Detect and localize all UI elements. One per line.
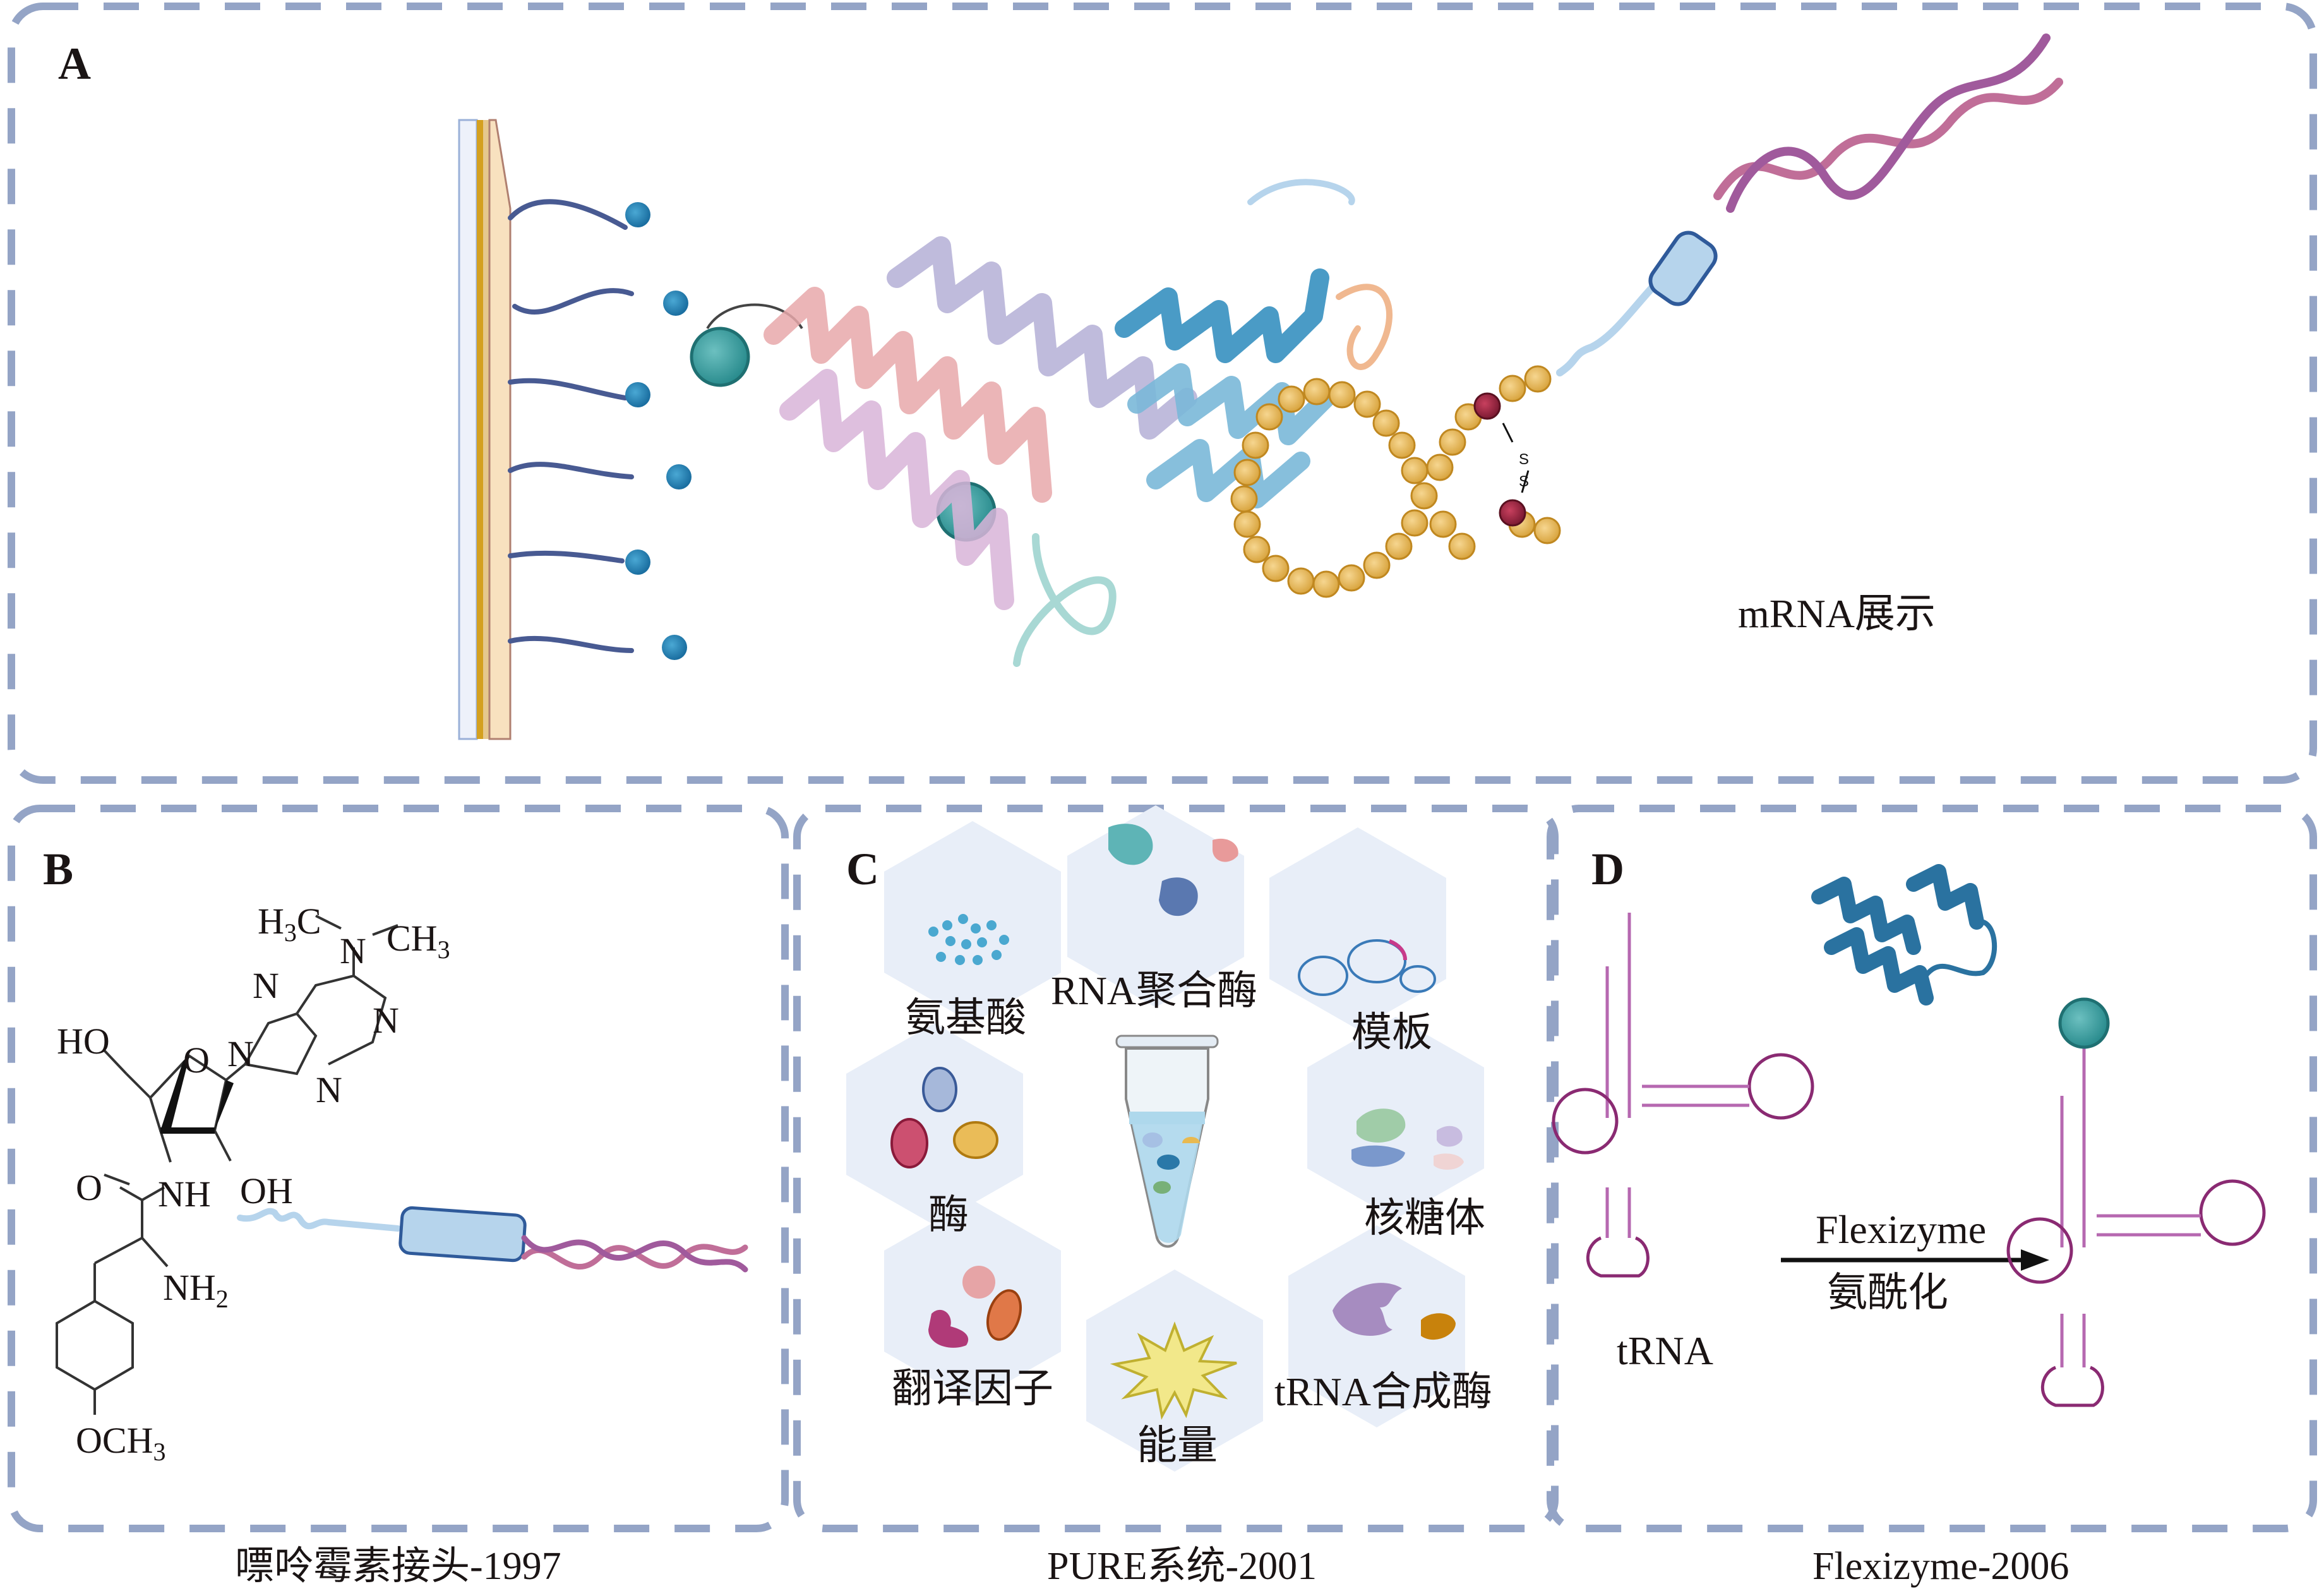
svg-text:S: S	[1519, 473, 1529, 490]
chem-n1: N	[253, 965, 279, 1006]
blue-molecule-icon	[625, 382, 650, 407]
amino-acid-ball-icon	[2058, 997, 2110, 1049]
arrow-head-icon	[2021, 1249, 2049, 1271]
flexizyme-structure-icon	[1811, 864, 1998, 1006]
panel-b-letter: B	[43, 844, 73, 894]
chem-n-dimethyl: N	[340, 930, 366, 971]
linker-line	[1556, 268, 1671, 376]
chem-nh2: NH2	[163, 1267, 229, 1313]
chem-o-carbonyl: O	[76, 1167, 102, 1208]
target-molecule-icon	[690, 327, 750, 387]
panel-a: A	[8, 3, 2317, 784]
plasmid-template-icon	[1298, 939, 1436, 996]
blue-molecule-icon	[662, 635, 687, 660]
blue-molecule-icon	[663, 291, 688, 316]
protein-structure-icon	[764, 179, 1393, 667]
energy-burst-icon	[1110, 1321, 1237, 1420]
reaction-tube-icon	[1115, 1035, 1219, 1248]
mrna-helix-icon	[521, 1235, 748, 1273]
blue-molecule-icon	[625, 202, 650, 227]
trna-label: tRNA	[1617, 1328, 1713, 1373]
amino-acid-dots-icon	[928, 914, 1009, 965]
component-label-rna-polymerase: RNA聚合酶	[1051, 968, 1257, 1013]
cysteine-icon	[1473, 392, 1501, 420]
component-label-enzyme: 酶	[928, 1192, 969, 1237]
arrow-top-label: Flexizyme	[1816, 1207, 1986, 1252]
cysteine-icon	[1499, 499, 1526, 527]
panel-b: B H3C	[8, 805, 789, 1588]
puromycin-block-icon	[398, 1206, 527, 1263]
panel-c: C 氨基酸 RNA聚合酶	[793, 805, 1559, 1588]
blue-molecule-icon	[625, 549, 650, 575]
ribosome-icon	[1351, 1108, 1464, 1170]
chem-ho: HO	[57, 1021, 110, 1062]
component-label-ribosome: 核糖体	[1364, 1196, 1485, 1240]
chem-n3: N	[227, 1033, 254, 1074]
chem-n2: N	[373, 1000, 399, 1041]
charged-trna-icon	[2006, 1042, 2266, 1407]
component-label-translation-factor: 翻译因子	[892, 1366, 1053, 1411]
component-label-amino-acid: 氨基酸	[905, 995, 1026, 1040]
chem-oh: OH	[240, 1170, 293, 1211]
panel-a-letter: A	[58, 39, 91, 89]
blue-molecule-icon	[666, 464, 692, 489]
panel-a-border	[8, 3, 2317, 784]
panel-d-border	[1547, 805, 2317, 1532]
panel-d: D tRNA Flexizyme 氨酰化	[1547, 805, 2317, 1588]
panel-d-caption: Flexizyme-2006	[1812, 1545, 2069, 1588]
translation-factor-icon	[928, 1266, 1022, 1348]
trna-synthetase-icon	[1333, 1283, 1456, 1340]
panel-c-letter: C	[846, 844, 879, 894]
puromycin-structure	[56, 915, 398, 1415]
linker-line	[237, 1208, 401, 1232]
mrna-display-label: mRNA展示	[1738, 591, 1936, 636]
chem-n4: N	[316, 1069, 342, 1110]
puromycin-block-icon	[1648, 231, 1718, 306]
component-label-trna-synthetase: tRNA合成酶	[1274, 1369, 1492, 1414]
surface-linkers	[508, 199, 634, 653]
trna-icon	[1552, 913, 1814, 1278]
enzyme-ovals-icon	[890, 1067, 998, 1168]
panel-c-caption: PURE系统-2001	[1047, 1545, 1317, 1588]
panel-b-border	[8, 805, 789, 1532]
component-label-energy: 能量	[1137, 1423, 1218, 1468]
panel-d-letter: D	[1591, 844, 1624, 894]
chem-ch3: CH3	[386, 918, 450, 964]
chem-och3: OCH3	[76, 1420, 165, 1466]
chem-nh: NH	[158, 1174, 211, 1215]
svg-text:S: S	[1519, 451, 1529, 468]
mrna-helix-icon	[1713, 33, 2063, 213]
chem-h3c: H3C	[258, 901, 321, 947]
arrow-bottom-label: 氨酰化	[1827, 1270, 1948, 1315]
surface-chip-icon	[458, 119, 512, 740]
panel-b-caption: 嘌呤霉素接头-1997	[235, 1545, 561, 1588]
rna-polymerase-icon	[1108, 824, 1238, 916]
linked-molecule-icons	[625, 202, 692, 660]
peptide-chain-icon: S S	[1230, 365, 1561, 598]
component-label-template: 模板	[1351, 1010, 1432, 1055]
chem-o-ring: O	[183, 1040, 210, 1081]
